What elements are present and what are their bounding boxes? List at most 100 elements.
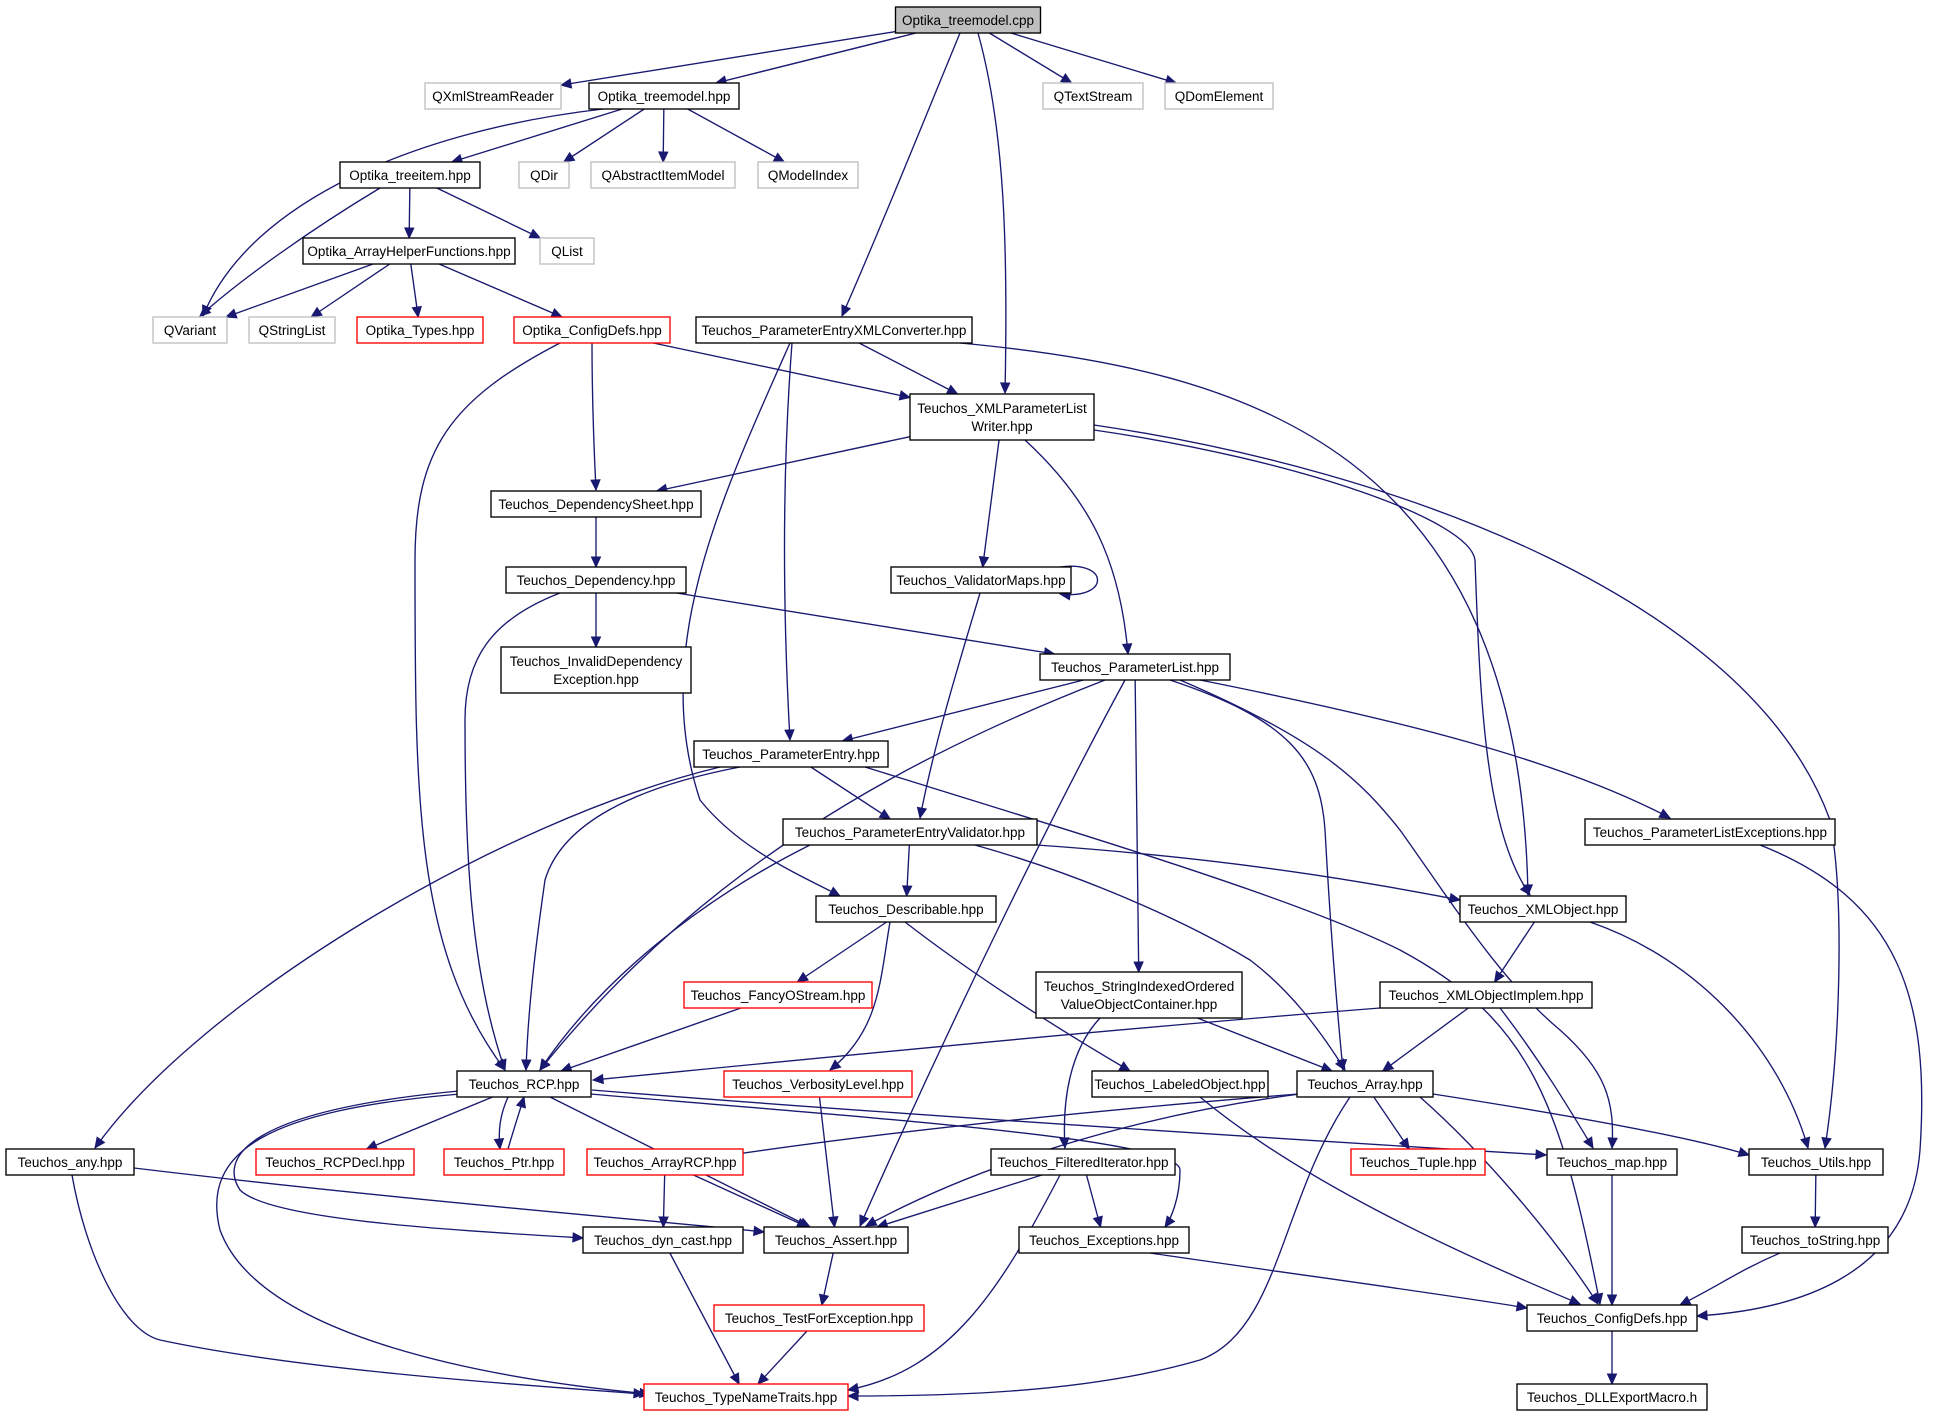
node-optika_types_hpp[interactable]: Optika_Types.hpp [356,316,484,344]
edge-line [589,1093,1181,1228]
node-optika_configdefs_hpp[interactable]: Optika_ConfigDefs.hpp [513,316,671,344]
edge-line [133,1167,765,1233]
node-teuchos_tostring_hpp[interactable]: Teuchos_toString.hpp [1741,1226,1889,1254]
edge-line [1199,679,1671,819]
node-box [356,316,484,344]
edge-arrowhead [1118,1061,1132,1072]
node-teuchos_rcpdecl_hpp[interactable]: Teuchos_RCPDecl.hpp [255,1148,415,1176]
edge-line [591,342,597,491]
node-teuchos_assert_hpp[interactable]: Teuchos_Assert.hpp [763,1226,909,1254]
node-box [339,161,481,189]
node-optika_treemodel_cpp[interactable]: Optika_treemodel.cpp [894,6,1042,34]
edge-arrowhead [1607,1137,1618,1150]
edge-teuchos_stringindexedorderedvalueobjectcontainer_hpp-to-teuchos_array_hpp [1197,1017,1334,1073]
node-teuchos_typenametraits_hpp[interactable]: Teuchos_TypeNameTraits.hpp [643,1383,849,1411]
node-box [1018,1226,1190,1254]
node-teuchos_testforexception_hpp[interactable]: Teuchos_TestForException.hpp [713,1304,925,1332]
edge-line [1059,565,1099,596]
node-teuchos_configdefs_hpp[interactable]: Teuchos_ConfigDefs.hpp [1526,1304,1698,1332]
edge-arrowhead [898,390,912,401]
node-teuchos_tuple_hpp[interactable]: Teuchos_Tuple.hpp [1350,1148,1486,1176]
edge-arrowhead [493,1138,505,1151]
node-label: Teuchos_Assert.hpp [775,1233,897,1248]
edge-teuchos_xmlparameterlistwriter_hpp-to-teuchos_dependencysheet_hpp [655,436,911,494]
node-teuchos_parameterlistexceptions_hpp[interactable]: Teuchos_ParameterListExceptions.hpp [1584,818,1836,846]
node-box [582,1226,744,1254]
node-teuchos_dyn_cast_hpp[interactable]: Teuchos_dyn_cast.hpp [582,1226,744,1254]
node-label: QTextStream [1054,89,1133,104]
node-teuchos_fancyostream_hpp[interactable]: Teuchos_FancyOStream.hpp [683,981,873,1009]
edge-line [451,108,623,163]
node-teuchos_map_hpp[interactable]: Teuchos_map.hpp [1546,1148,1678,1176]
node-teuchos_dllexportmacro_h[interactable]: Teuchos_DLLExportMacro.h [1516,1383,1708,1411]
edge-line [464,592,561,1071]
node-teuchos_dependency_hpp[interactable]: Teuchos_Dependency.hpp [505,566,687,594]
edge-arrowhead [1092,1215,1103,1229]
node-teuchos_parameterentryvalidator_hpp[interactable]: Teuchos_ParameterEntryValidator.hpp [782,818,1038,846]
edge-arrowhead [1448,892,1462,904]
edge-line [847,1174,1061,1391]
node-teuchos_ptr_hpp[interactable]: Teuchos_Ptr.hpp [443,1148,565,1176]
node-teuchos_parameterentryxmlconverter_hpp[interactable]: Teuchos_ParameterEntryXMLConverter.hpp [695,316,973,344]
edge-line [1169,679,1344,1071]
node-teuchos_utils_hpp[interactable]: Teuchos_Utils.hpp [1748,1148,1884,1176]
node-optika_treemodel_hpp[interactable]: Optika_treemodel.hpp [588,82,740,110]
node-qtextstream[interactable]: QTextStream [1042,82,1144,110]
node-box [1741,1226,1889,1254]
node-teuchos_xmlobject_hpp[interactable]: Teuchos_XMLObject.hpp [1459,895,1627,923]
edge-teuchos_exceptions_hpp-to-teuchos_configdefs_hpp [1149,1252,1529,1312]
edge-arrowhead [818,1293,830,1307]
node-label: Teuchos_Utils.hpp [1761,1155,1871,1170]
edge-arrowhead [784,729,795,742]
edge-teuchos_rcp_hpp-to-teuchos_rcpdecl_hpp [365,1096,493,1150]
edge-teuchos_parameterlist_hpp-to-teuchos_rcp_hpp [539,679,1106,1071]
node-teuchos_any_hpp[interactable]: Teuchos_any.hpp [5,1148,135,1176]
node-qabstractitemmodel[interactable]: QAbstractItemModel [590,161,736,189]
edge-arrowhead [1381,1060,1395,1072]
node-teuchos_filterediterator_hpp[interactable]: Teuchos_FilteredIterator.hpp [990,1148,1176,1176]
node-teuchos_verbositylevel_hpp[interactable]: Teuchos_VerbosityLevel.hpp [723,1070,913,1098]
edge-line [1093,429,1531,896]
node-teuchos_array_hpp[interactable]: Teuchos_Array.hpp [1296,1070,1434,1098]
node-qlist[interactable]: QList [539,237,595,265]
node-label: Teuchos_Ptr.hpp [454,1155,555,1170]
edge-arrowhead [1515,1301,1529,1312]
edge-teuchos_array_hpp-to-teuchos_utils_hpp [1432,1093,1751,1157]
node-teuchos_parameterlist_hpp[interactable]: Teuchos_ParameterList.hpp [1039,653,1231,681]
node-label: Exception.hpp [553,672,639,687]
node-teuchos_xmlobjectimplem_hpp[interactable]: Teuchos_XMLObjectImplem.hpp [1379,981,1593,1009]
node-teuchos_exceptions_hpp[interactable]: Teuchos_Exceptions.hpp [1018,1226,1190,1254]
edge-line [592,1007,1381,1081]
edge-teuchos_parameterentryvalidator_hpp-to-teuchos_array_hpp [974,844,1346,1072]
edge-arrowhead [94,1136,106,1149]
node-box [1379,981,1593,1009]
node-optika_arrayhelperfunctions_hpp[interactable]: Optika_ArrayHelperFunctions.hpp [302,237,516,265]
node-qdomelement[interactable]: QDomElement [1164,82,1274,110]
edge-line [1063,1017,1101,1149]
node-teuchos_rcp_hpp[interactable]: Teuchos_RCP.hpp [456,1070,592,1098]
node-teuchos_dependencysheet_hpp[interactable]: Teuchos_DependencySheet.hpp [490,490,702,518]
node-box [500,646,692,694]
node-label: Teuchos_ArrayRCP.hpp [593,1155,736,1170]
node-teuchos_stringindexedorderedvalueobjectcontainer_hpp[interactable]: Teuchos_StringIndexedOrderedValueObjectC… [1035,971,1243,1019]
node-qdir[interactable]: QDir [518,161,570,189]
edge-teuchos_configdefs_hpp-to-teuchos_dllexportmacro_h [1606,1331,1618,1386]
node-qmodelindex[interactable]: QModelIndex [757,161,859,189]
edge-line [1179,679,1614,1149]
node-qvariant[interactable]: QVariant [152,316,228,344]
node-teuchos_labeledobject_hpp[interactable]: Teuchos_LabeledObject.hpp [1091,1070,1269,1098]
edge-line [904,921,1131,1072]
node-teuchos_validatormaps_hpp[interactable]: Teuchos_ValidatorMaps.hpp [890,566,1072,594]
node-teuchos_parameterentry_hpp[interactable]: Teuchos_ParameterEntry.hpp [693,740,889,768]
node-optika_treeitem_hpp[interactable]: Optika_treeitem.hpp [339,161,481,189]
node-teuchos_describable_hpp[interactable]: Teuchos_Describable.hpp [815,895,997,923]
edge-line [653,342,911,399]
node-qstringlist[interactable]: QStringList [248,316,336,344]
edge-teuchos_parameterentry_hpp-to-teuchos_any_hpp [94,766,721,1149]
node-qxmlstreamreader[interactable]: QXmlStreamReader [424,82,562,110]
node-teuchos_arrayrcp_hpp[interactable]: Teuchos_ArrayRCP.hpp [586,1148,744,1176]
edge-arrowhead [572,1232,585,1243]
node-box [643,1383,849,1411]
